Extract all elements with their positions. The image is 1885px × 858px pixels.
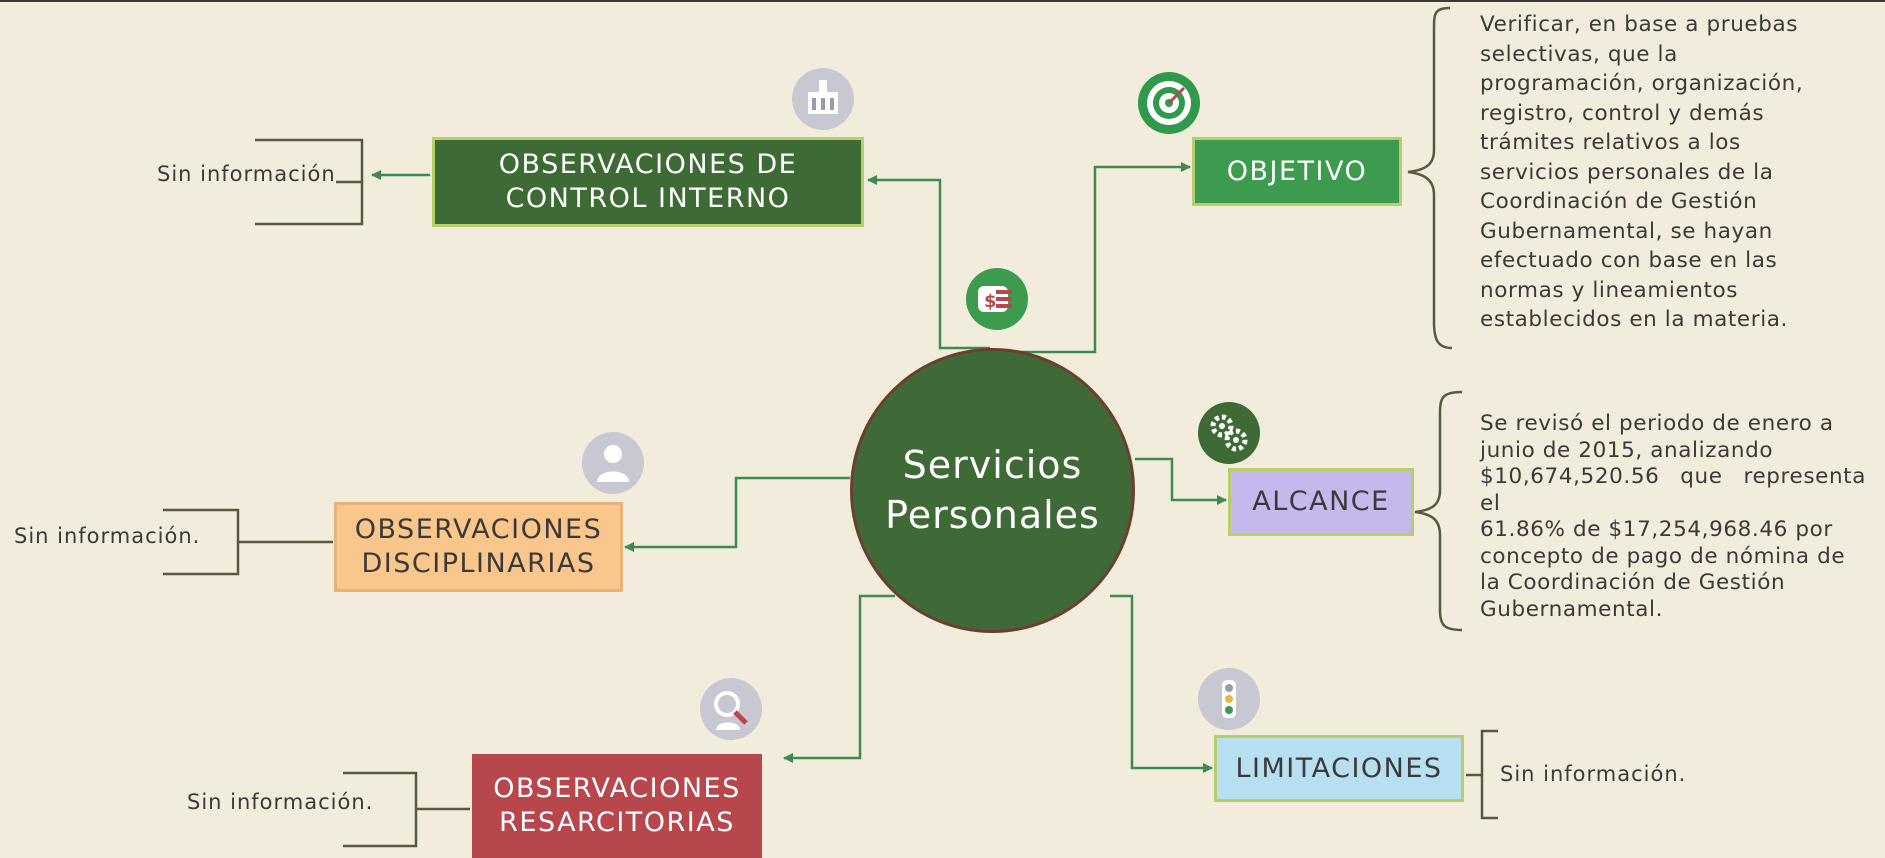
bracket-limitaciones bbox=[1466, 729, 1498, 820]
note-objetivo: Verificar, en base a pruebas selectivas,… bbox=[1480, 10, 1836, 335]
note-objetivo-line: registro, control y demás bbox=[1480, 100, 1765, 126]
note-resarcitorias: Sin información. bbox=[187, 790, 374, 814]
note-alcance-line: Se revisó el periodo de enero a bbox=[1480, 411, 1834, 436]
node-resarcitorias: OBSERVACIONES RESARCITORIAS bbox=[472, 754, 762, 858]
person-icon bbox=[582, 432, 644, 494]
node-resarcitorias-line1: OBSERVACIONES bbox=[493, 773, 741, 805]
node-control-interno: OBSERVACIONES DE CONTROL INTERNO bbox=[432, 137, 864, 227]
note-objetivo-line: normas y lineamientos bbox=[1480, 277, 1739, 303]
node-disciplinarias-line2: DISCIPLINARIAS bbox=[361, 548, 596, 579]
note-limitaciones: Sin información. bbox=[1500, 762, 1687, 786]
svg-text:$: $ bbox=[984, 291, 997, 312]
note-objetivo-line: Verificar, en base a pruebas bbox=[1480, 12, 1799, 37]
node-objetivo: OBJETIVO bbox=[1192, 137, 1402, 206]
magnifier-person-icon bbox=[700, 678, 762, 740]
connector-limitaciones bbox=[1110, 594, 1213, 773]
node-disciplinarias: OBSERVACIONES DISCIPLINARIAS bbox=[334, 502, 623, 592]
note-alcance-line: Gubernamental. bbox=[1480, 596, 1664, 622]
note-objetivo-line: Gubernamental, se hayan bbox=[1480, 218, 1773, 244]
note-objetivo-line: programación, organización, bbox=[1480, 71, 1804, 96]
bracket-resarcitorias bbox=[343, 771, 470, 848]
note-objetivo-line: selectivas, que la bbox=[1480, 41, 1678, 67]
center-title-line2: Personales bbox=[885, 492, 1100, 537]
center-title-line1: Servicios bbox=[902, 443, 1083, 488]
connector-resarcitorias bbox=[783, 594, 895, 763]
note-alcance-line: la Coordinación de Gestión bbox=[1480, 570, 1786, 595]
node-alcance-label: ALCANCE bbox=[1252, 486, 1390, 518]
connector-control-interno bbox=[867, 175, 990, 350]
connector-objetivo bbox=[990, 162, 1191, 354]
node-resarcitorias-line2: RESARCITORIAS bbox=[499, 807, 735, 838]
note-objetivo-line: establecidos en la materia. bbox=[1480, 307, 1788, 332]
brace-objetivo bbox=[1407, 6, 1453, 350]
bracket-control-interno bbox=[255, 138, 364, 226]
traffic-light-icon bbox=[1198, 668, 1260, 730]
node-limitaciones: LIMITACIONES bbox=[1214, 735, 1464, 802]
note-alcance-line: $10,674,520.56 que representa el bbox=[1480, 464, 1866, 516]
bracket-disciplinarias bbox=[163, 508, 333, 576]
note-objetivo-line: efectuado con base en las bbox=[1480, 248, 1778, 273]
note-objetivo-line: servicios personales de la bbox=[1480, 159, 1774, 185]
connector-disciplinarias bbox=[624, 476, 850, 552]
note-alcance-line: junio de 2015, analizando bbox=[1480, 437, 1774, 463]
building-icon bbox=[792, 68, 854, 130]
brace-alcance bbox=[1414, 390, 1463, 632]
node-alcance: ALCANCE bbox=[1228, 468, 1414, 536]
note-alcance: Se revisó el periodo de enero a junio de… bbox=[1480, 411, 1866, 623]
note-alcance-line: 61.86% de $17,254,968.46 por bbox=[1480, 517, 1833, 542]
note-disciplinarias: Sin información. bbox=[14, 524, 201, 548]
money-hand-icon: $ bbox=[966, 268, 1028, 330]
node-control-interno-line2: CONTROL INTERNO bbox=[505, 183, 791, 214]
connector-alcance bbox=[1135, 457, 1227, 505]
gears-icon bbox=[1198, 402, 1260, 464]
node-disciplinarias-line1: OBSERVACIONES bbox=[354, 514, 603, 546]
note-objetivo-line: Coordinación de Gestión bbox=[1480, 189, 1758, 214]
node-objetivo-label: OBJETIVO bbox=[1226, 155, 1368, 187]
top-border-line bbox=[0, 0, 1885, 2]
node-control-interno-line1: OBSERVACIONES DE bbox=[498, 149, 798, 181]
note-control-interno: Sin información bbox=[157, 162, 336, 186]
target-icon bbox=[1138, 72, 1200, 134]
note-alcance-line: concepto de pago de nómina de bbox=[1480, 543, 1846, 569]
node-limitaciones-label: LIMITACIONES bbox=[1235, 752, 1443, 784]
center-node: Servicios Personales bbox=[850, 348, 1135, 633]
note-objetivo-line: trámites relativos a los bbox=[1480, 130, 1741, 155]
